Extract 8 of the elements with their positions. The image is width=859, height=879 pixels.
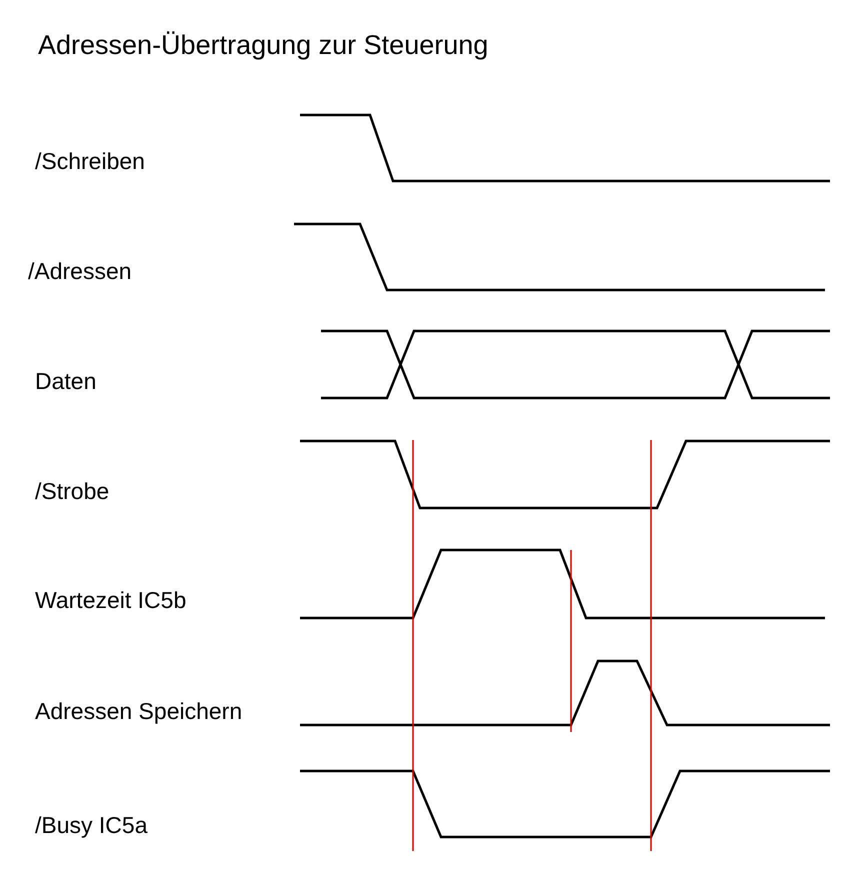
signal-name: Adressen Speichern [35,698,242,725]
signal-name: /Adressen [28,258,132,285]
signal-name: Wartezeit IC5b [35,587,186,614]
signal-name: /Schreiben [35,148,145,175]
signal-name: Daten [35,368,96,395]
signal-name: /Strobe [35,478,110,505]
signal-name: /Busy IC5a [35,812,148,839]
diagram-title: Adressen-Übertragung zur Steuerung [38,30,488,61]
